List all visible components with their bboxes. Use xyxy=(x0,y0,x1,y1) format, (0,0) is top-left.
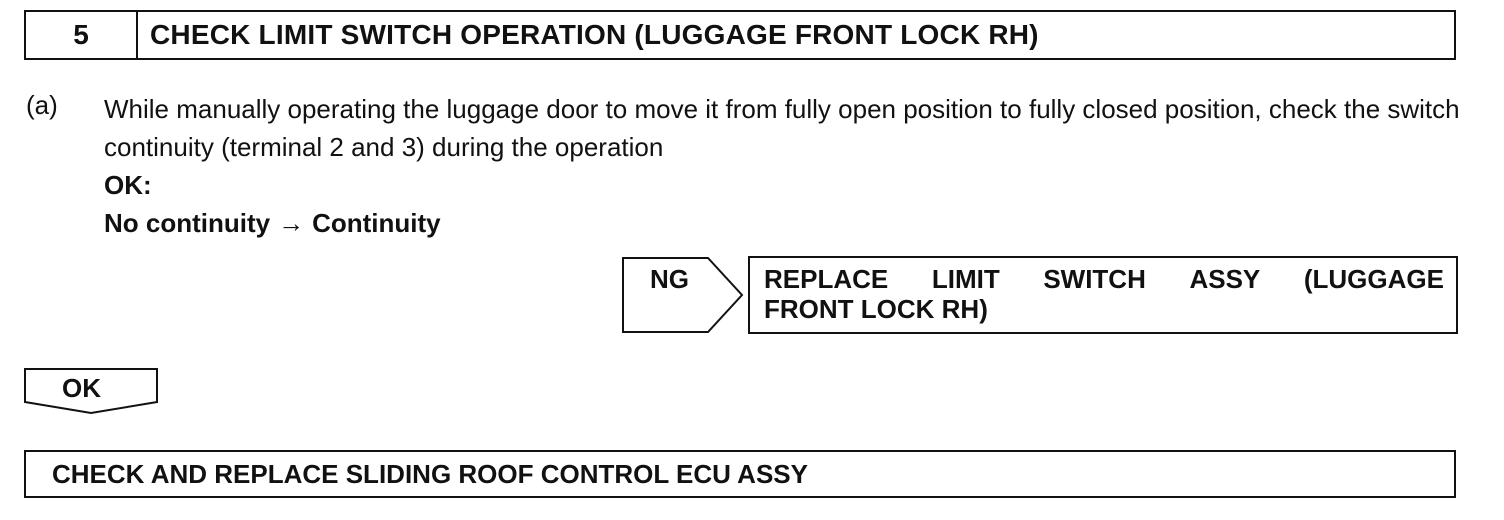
ok-label: OK xyxy=(62,373,101,403)
ng-word: LIMIT xyxy=(931,264,1000,294)
ng-word: ASSY xyxy=(1189,264,1261,294)
instruction-text: While manually operating the luggage doo… xyxy=(104,94,1460,162)
ng-label: NG xyxy=(650,264,689,294)
right-arrow-icon: → xyxy=(278,208,305,238)
ok-arrow-icon xyxy=(24,368,158,415)
ok-criteria-condition: No continuity→Continuity xyxy=(104,208,441,239)
step-header: 5 CHECK LIMIT SWITCH OPERATION (LUGGAGE … xyxy=(24,10,1456,60)
ng-result-line1: REPLACE LIMIT SWITCH ASSY (LUGGAGE xyxy=(764,264,1444,294)
step-number: 5 xyxy=(26,12,138,58)
condition-to: Continuity xyxy=(312,208,441,238)
ng-result-line2: FRONT LOCK RH) xyxy=(764,294,988,324)
instruction-marker: (a) xyxy=(26,90,58,120)
ng-word: SWITCH xyxy=(1043,264,1146,294)
ng-result-box: REPLACE LIMIT SWITCH ASSY (LUGGAGE FRONT… xyxy=(748,256,1458,334)
ng-word: REPLACE xyxy=(764,264,889,294)
final-action-text: CHECK AND REPLACE SLIDING ROOF CONTROL E… xyxy=(52,458,808,489)
ng-word: (LUGGAGE xyxy=(1303,264,1444,294)
ng-arrow-icon xyxy=(622,257,744,333)
ok-criteria-heading: OK: xyxy=(104,170,152,200)
condition-from: No continuity xyxy=(104,208,271,238)
step-title: CHECK LIMIT SWITCH OPERATION (LUGGAGE FR… xyxy=(150,19,1039,50)
final-action-box: CHECK AND REPLACE SLIDING ROOF CONTROL E… xyxy=(24,450,1456,498)
